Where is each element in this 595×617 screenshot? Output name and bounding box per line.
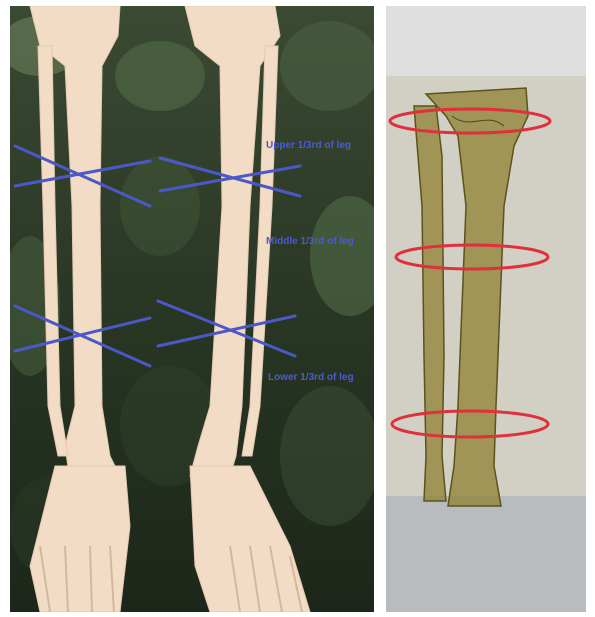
upper-third-label: Upper 1/3rd of leg [266,140,351,151]
bone-model-photo-panel [386,6,586,612]
base-surface [386,496,586,612]
skeleton-photo-panel: Upper 1/3rd of leg Middle 1/3rd of leg L… [10,6,374,612]
middle-third-label: Middle 1/3rd of leg [266,236,354,247]
tibia-fibula-model [386,6,586,612]
leg-skeleton-illustration: Upper 1/3rd of leg Middle 1/3rd of leg L… [10,6,374,612]
lower-third-label: Lower 1/3rd of leg [268,372,354,383]
background-wall [386,6,586,76]
right-leg-bones [185,6,310,612]
